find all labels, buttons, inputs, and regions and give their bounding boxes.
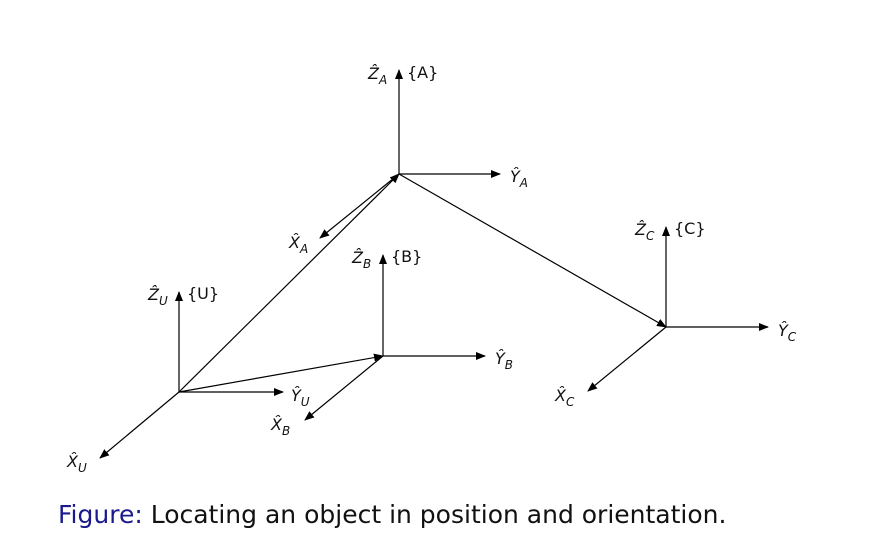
frame-name-b: {B} xyxy=(391,247,422,266)
axis-x-u xyxy=(99,391,180,459)
label-x-a: X̂A xyxy=(288,233,308,256)
axis-x-c xyxy=(587,326,667,392)
vector-a-to-c xyxy=(398,173,667,328)
label-x-c: X̂C xyxy=(554,386,575,409)
frame-name-c: {C} xyxy=(674,219,706,238)
label-y-a: ŶA xyxy=(510,167,528,190)
caption-text: Locating an object in position and orien… xyxy=(142,500,727,529)
caption-prefix: Figure: xyxy=(58,500,143,529)
label-z-a: ẐA xyxy=(367,64,387,87)
label-y-c: ŶC xyxy=(778,321,797,344)
label-y-u: ŶU xyxy=(291,386,310,409)
label-z-u: ẐU xyxy=(147,285,168,308)
vector-u-to-b xyxy=(178,353,384,393)
axis-x-a xyxy=(319,173,400,239)
frame-name-u: {U} xyxy=(187,284,219,303)
label-z-b: ẐB xyxy=(351,248,371,271)
label-x-u: X̂U xyxy=(66,452,87,475)
label-y-b: ŶB xyxy=(495,349,513,372)
vector-u-to-a xyxy=(178,173,400,393)
axis-x-b xyxy=(304,355,384,421)
label-z-c: ẐC xyxy=(634,220,655,243)
figure-caption: Figure: Locating an object in position a… xyxy=(58,500,726,529)
label-x-b: X̂B xyxy=(270,415,290,438)
frame-name-a: {A} xyxy=(407,63,438,82)
